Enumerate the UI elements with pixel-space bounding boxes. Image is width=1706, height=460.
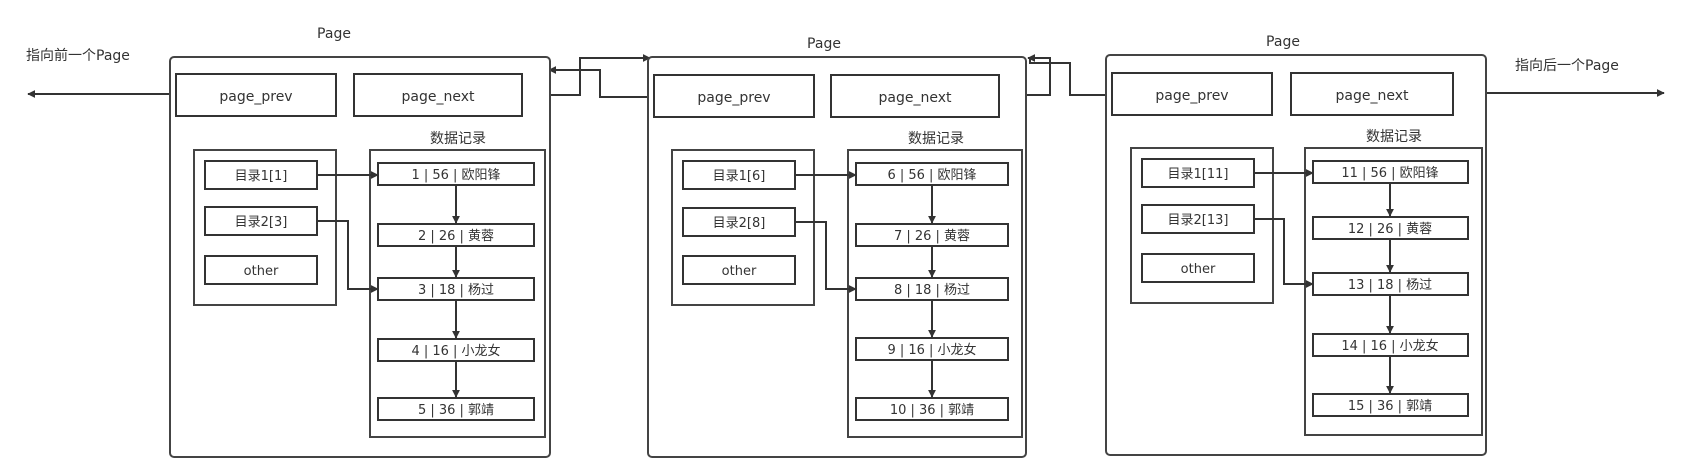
directory-item-label: 目录2[3] — [235, 215, 288, 230]
directory-item-2 — [682, 207, 796, 237]
record-text: 5 | 36 | 郭靖 — [418, 402, 494, 418]
record-text: 14 | 16 | 小龙女 — [1341, 338, 1438, 354]
page-next-box — [830, 74, 1000, 118]
directory-item-2 — [1141, 204, 1255, 234]
directory-2-pointer — [1254, 218, 1314, 288]
page-prev-box — [175, 73, 337, 117]
data-records-title: 数据记录 — [908, 131, 964, 147]
record-text: 1 | 56 | 欧阳锋 — [411, 168, 500, 183]
directory-item-label: 目录1[6] — [713, 169, 766, 184]
page-next-label: page_next — [879, 90, 952, 106]
directory-item-1 — [1141, 158, 1255, 188]
directory-item-1 — [204, 160, 318, 190]
directory-item-other — [204, 255, 318, 285]
page-1: Page page_prev page_next 数据记录 目录1[1] 目录2… — [169, 26, 551, 458]
page-prev-label: page_prev — [697, 90, 770, 106]
record-text: 12 | 26 | 黄蓉 — [1348, 222, 1432, 237]
record-row — [1312, 393, 1469, 417]
page-next-label: page_next — [1336, 88, 1409, 104]
page3-prev-to-page2-link — [1029, 58, 1112, 96]
page-title: Page — [317, 26, 351, 42]
directory-item-other — [1141, 253, 1255, 283]
directory-item-2 — [204, 206, 318, 236]
record-text: 10 | 36 | 郭靖 — [890, 402, 974, 418]
page-next-box — [1290, 72, 1454, 116]
record-text: 11 | 56 | 欧阳锋 — [1341, 166, 1438, 181]
directory-2-pointer — [317, 220, 379, 293]
page-next-box — [353, 73, 523, 117]
directory-item-label: other — [244, 264, 279, 279]
record-text: 15 | 36 | 郭靖 — [1348, 398, 1432, 414]
data-records-title: 数据记录 — [1366, 129, 1422, 145]
page-title: Page — [1266, 34, 1300, 50]
directory-item-label: 目录1[1] — [235, 169, 288, 184]
page-next-label: page_next — [402, 89, 475, 105]
record-row — [377, 397, 535, 421]
directory-item-other — [682, 255, 796, 285]
prev-page-pointer-label: 指向前一个Page — [26, 47, 130, 64]
page-prev-label: page_prev — [219, 89, 292, 105]
page-prev-label: page_prev — [1155, 88, 1228, 104]
directory-item-label: 目录1[11] — [1168, 167, 1229, 182]
record-text: 2 | 26 | 黄蓉 — [418, 229, 494, 244]
directory-2-pointer — [795, 221, 857, 293]
record-text: 13 | 18 | 杨过 — [1348, 278, 1432, 293]
record-text: 7 | 26 | 黄蓉 — [894, 229, 970, 244]
directory-item-label: other — [722, 264, 757, 279]
page-3: Page page_prev page_next 数据记录 目录1[11] 目录… — [1105, 34, 1487, 456]
page2-prev-to-page1-link — [548, 66, 654, 98]
page-prev-box — [653, 74, 815, 118]
page-title: Page — [807, 36, 841, 52]
record-text: 3 | 18 | 杨过 — [418, 283, 494, 298]
record-text: 6 | 56 | 欧阳锋 — [887, 168, 976, 183]
directory-item-label: other — [1181, 262, 1216, 277]
record-text: 8 | 18 | 杨过 — [894, 283, 970, 298]
page-2: Page page_prev page_next 数据记录 目录1[6] 目录2… — [647, 36, 1027, 458]
record-text: 4 | 16 | 小龙女 — [411, 343, 500, 359]
directory-item-label: 目录2[13] — [1168, 213, 1229, 228]
page-prev-box — [1111, 72, 1273, 116]
next-page-pointer-label: 指向后一个Page — [1515, 58, 1619, 74]
record-row — [855, 397, 1009, 421]
data-records-title: 数据记录 — [430, 131, 486, 147]
directory-item-label: 目录2[8] — [713, 216, 766, 231]
record-text: 9 | 16 | 小龙女 — [887, 342, 976, 358]
